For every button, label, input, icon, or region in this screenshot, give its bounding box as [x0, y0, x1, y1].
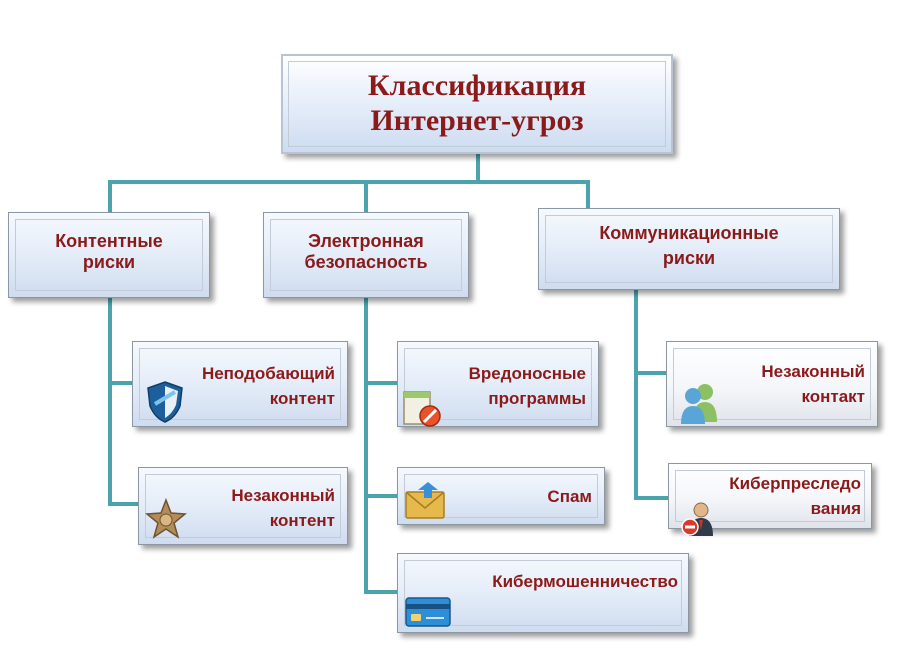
- item-label: Кибермошенничество: [492, 572, 678, 591]
- blocked-document-icon: [403, 391, 441, 427]
- connector: [364, 180, 368, 214]
- item-illegal-contact: Незаконный контакт: [666, 341, 878, 427]
- category-e-security: Электронная безопасность: [263, 212, 469, 298]
- connector: [364, 381, 400, 385]
- sheriff-star-icon: [145, 498, 187, 539]
- diagram-title: Классификация Интернет-угроз: [367, 69, 587, 137]
- category-label: Коммуникационные: [599, 223, 779, 243]
- item-label: Неподобающий: [201, 364, 335, 383]
- item-label: вания: [810, 498, 861, 518]
- item-label: контент: [269, 388, 335, 408]
- category-label: риски: [82, 251, 136, 272]
- connector: [108, 502, 140, 506]
- item-label: контент: [269, 510, 335, 530]
- user-blocked-icon: [681, 502, 713, 536]
- item-inappropriate-content: Неподобающий контент: [132, 341, 348, 427]
- connector: [634, 288, 638, 500]
- connector: [108, 381, 134, 385]
- connector: [634, 496, 668, 500]
- item-label: Вредоносные: [468, 364, 586, 383]
- connector: [108, 180, 590, 184]
- connector: [634, 371, 668, 375]
- mail-icon: [405, 482, 445, 519]
- item-cyber-fraud: Кибермошенничество: [397, 553, 689, 633]
- item-label: Спам: [547, 487, 592, 506]
- category-label: Электронная: [308, 231, 424, 251]
- item-illegal-content: Незаконный контент: [138, 467, 348, 545]
- item-spam: Спам: [397, 467, 605, 525]
- item-label: Незаконный: [761, 362, 865, 381]
- category-label: риски: [662, 247, 716, 268]
- category-label: безопасность: [304, 251, 428, 272]
- category-label: Контентные: [55, 231, 163, 251]
- item-label: программы: [488, 388, 586, 408]
- connector: [364, 494, 400, 498]
- credit-card-icon: [405, 597, 451, 627]
- shield-icon: [147, 381, 183, 423]
- connector: [586, 180, 590, 210]
- item-label: Незаконный: [231, 486, 335, 505]
- connector: [476, 152, 480, 184]
- category-communication-risks: Коммуникационные риски: [538, 208, 840, 290]
- item-cyberbullying: Киберпреследо вания: [668, 463, 872, 536]
- diagram-root-box: Классификация Интернет-угроз: [281, 54, 673, 154]
- connector: [364, 296, 368, 594]
- connector: [364, 590, 400, 594]
- connector: [108, 296, 112, 506]
- users-icon: [681, 384, 717, 424]
- connector: [108, 180, 112, 214]
- item-malware: Вредоносные программы: [397, 341, 599, 427]
- item-label: Киберпреследо: [729, 474, 861, 493]
- category-content-risks: Контентные риски: [8, 212, 210, 298]
- item-label: контакт: [801, 386, 865, 406]
